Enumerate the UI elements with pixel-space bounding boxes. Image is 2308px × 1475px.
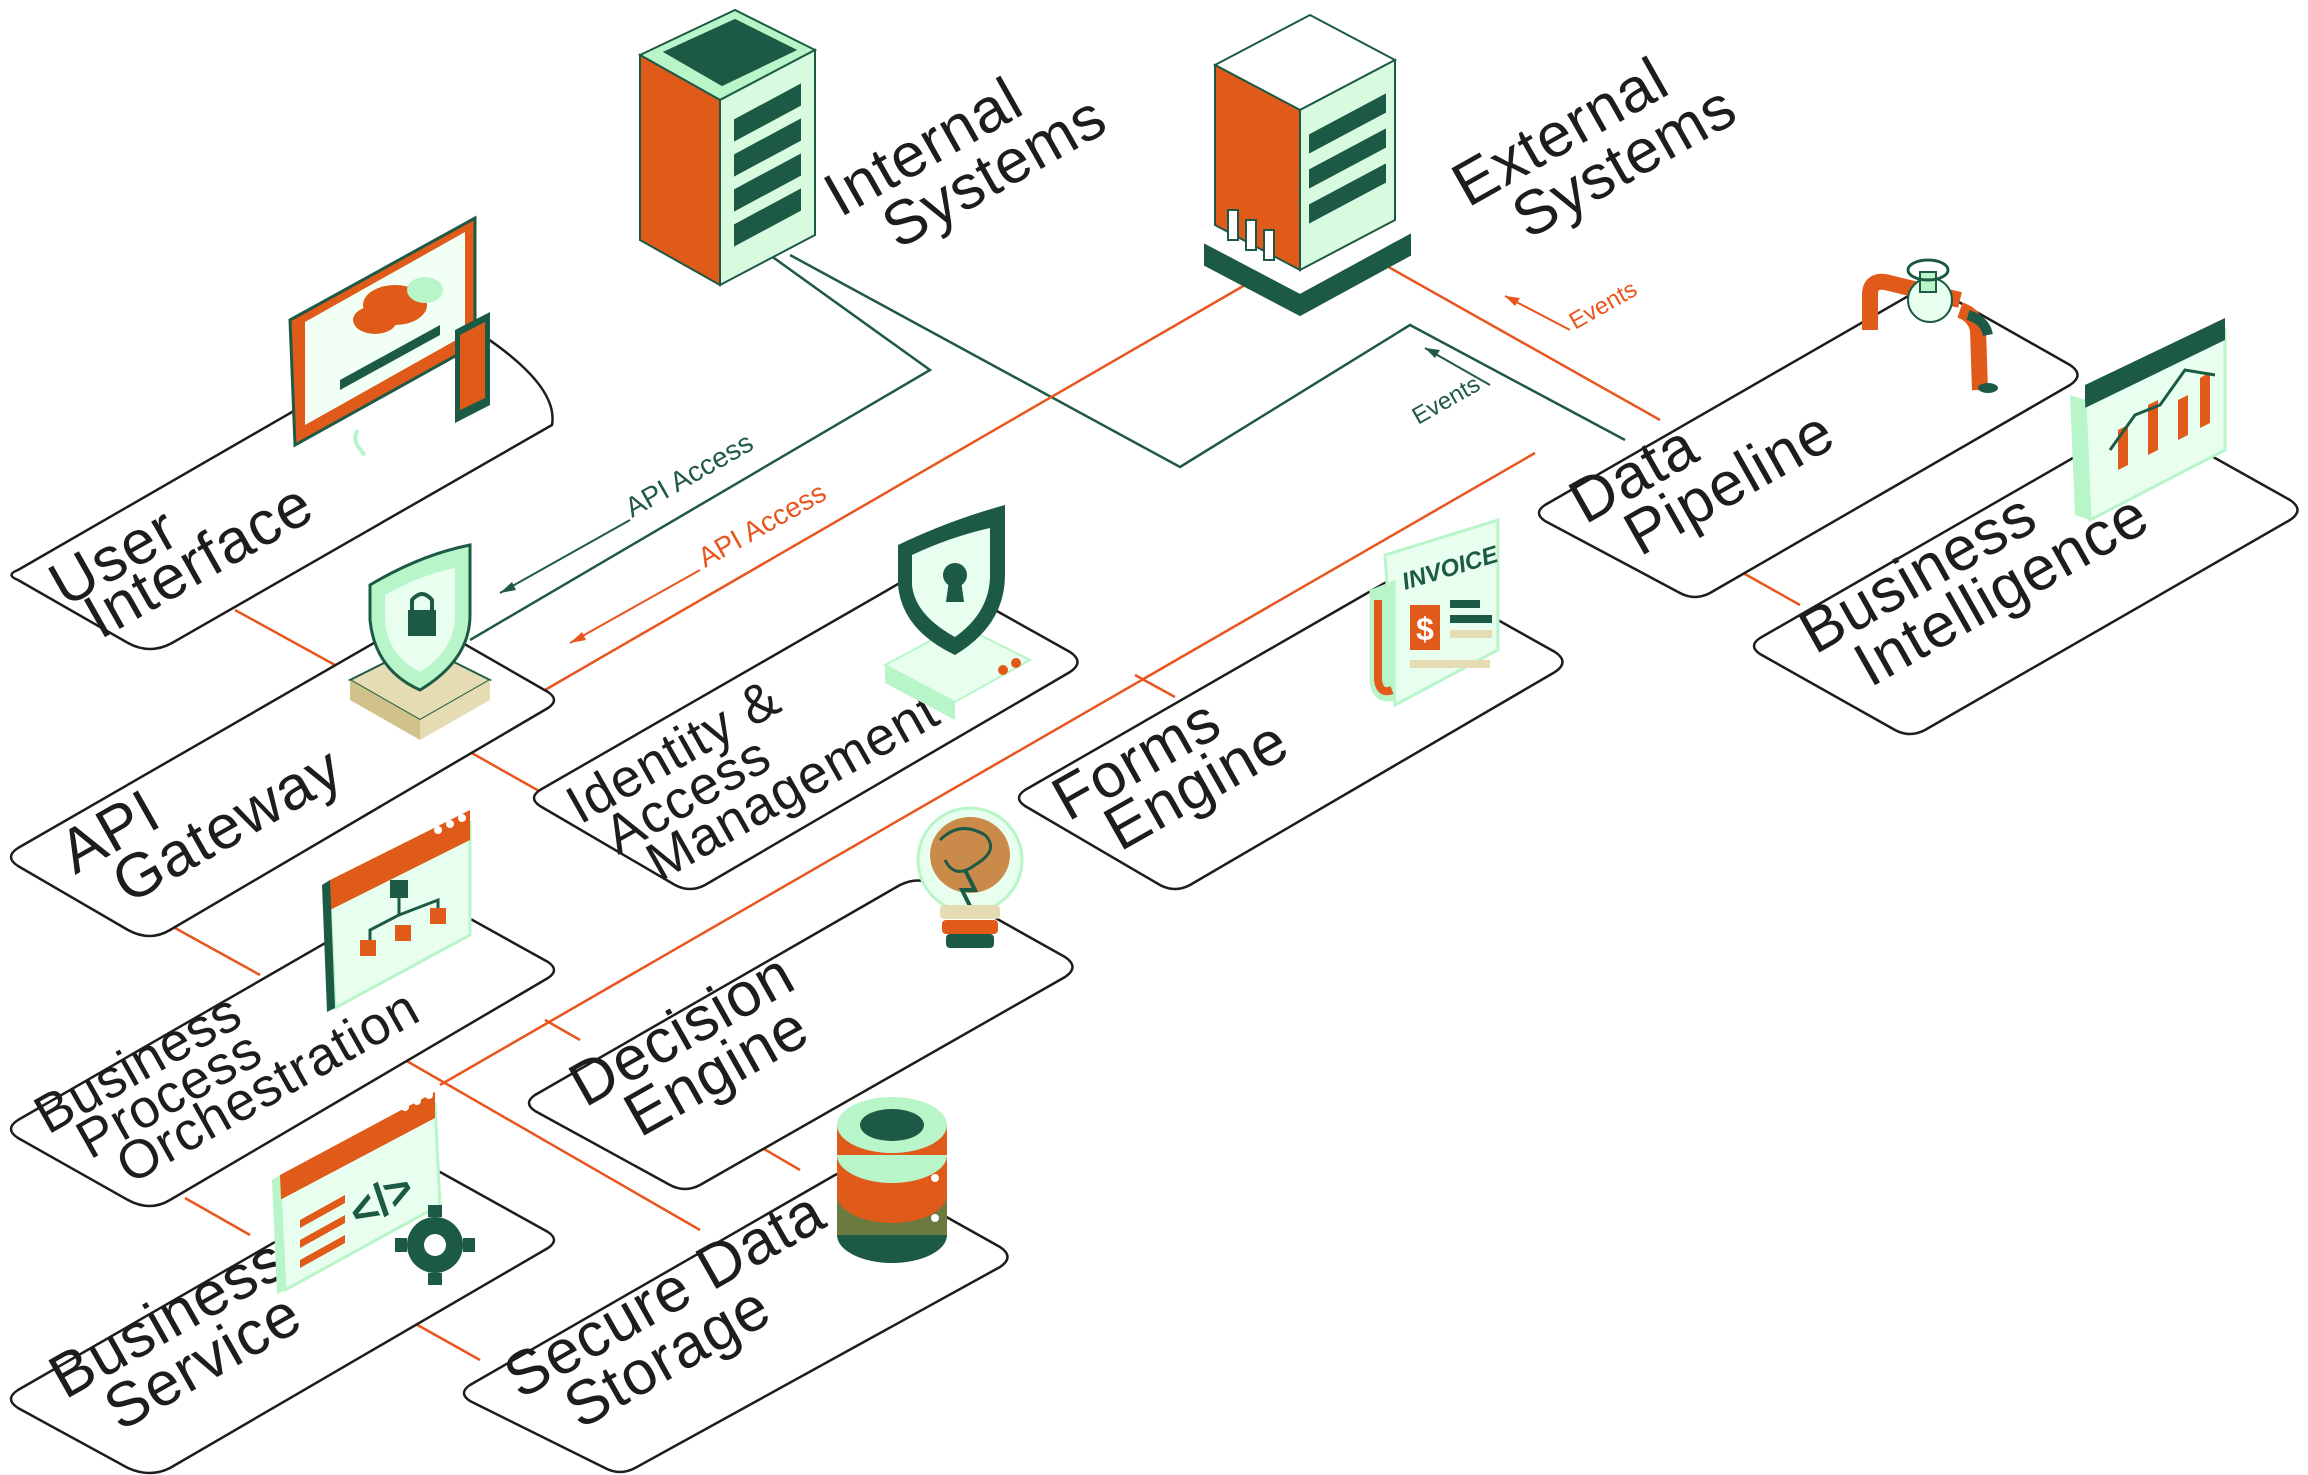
bar-chart-icon <box>2070 318 2227 523</box>
arrow-api-access-green <box>499 519 631 594</box>
pipe-valve-icon <box>1862 258 1998 393</box>
shield-lock-icon <box>347 543 493 740</box>
label-events-orange: Events <box>1565 276 1642 336</box>
arrowhead-events-green <box>1425 348 1440 358</box>
line-external-to-gateway <box>544 283 1246 692</box>
server-rack-icon <box>637 8 818 287</box>
code-gear-icon: </> <box>272 1091 475 1294</box>
brain-bulb-icon <box>916 806 1024 948</box>
line-bpo-to-service <box>184 1196 251 1237</box>
line-bus-forms <box>1134 673 1176 699</box>
arrowhead-events-orange <box>1505 296 1520 306</box>
arrowhead-api-access-green <box>500 582 516 593</box>
line-bus-main <box>439 451 1536 1087</box>
line-external-to-pipeline <box>1384 263 1661 422</box>
label-api-access-green: API Access <box>620 427 759 524</box>
label-api-access-orange: API Access <box>693 477 832 574</box>
line-bpo-to-storage <box>404 1058 701 1232</box>
database-icon <box>837 1097 947 1263</box>
invoice-dollar-symbol: $ <box>1416 611 1434 647</box>
shield-keyhole-icon <box>882 505 1033 720</box>
line-internal-to-gateway <box>469 228 933 642</box>
card-user-interface[interactable] <box>10 316 554 651</box>
arrow-api-access-orange <box>569 569 701 644</box>
invoice-icon: INVOICE $ <box>1369 517 1502 708</box>
line-ui-to-gateway <box>234 608 336 667</box>
flowchart-window-icon <box>322 810 472 1012</box>
line-bpo-to-decision <box>544 1018 581 1042</box>
label-events-green: Events <box>1408 371 1485 431</box>
arrowhead-api-access-orange <box>570 632 586 643</box>
monitor-cloud-icon <box>288 215 490 457</box>
line-gateway-to-bpo <box>174 926 261 977</box>
line-internal-to-pipeline <box>789 253 1626 469</box>
server-icon <box>1204 13 1411 317</box>
